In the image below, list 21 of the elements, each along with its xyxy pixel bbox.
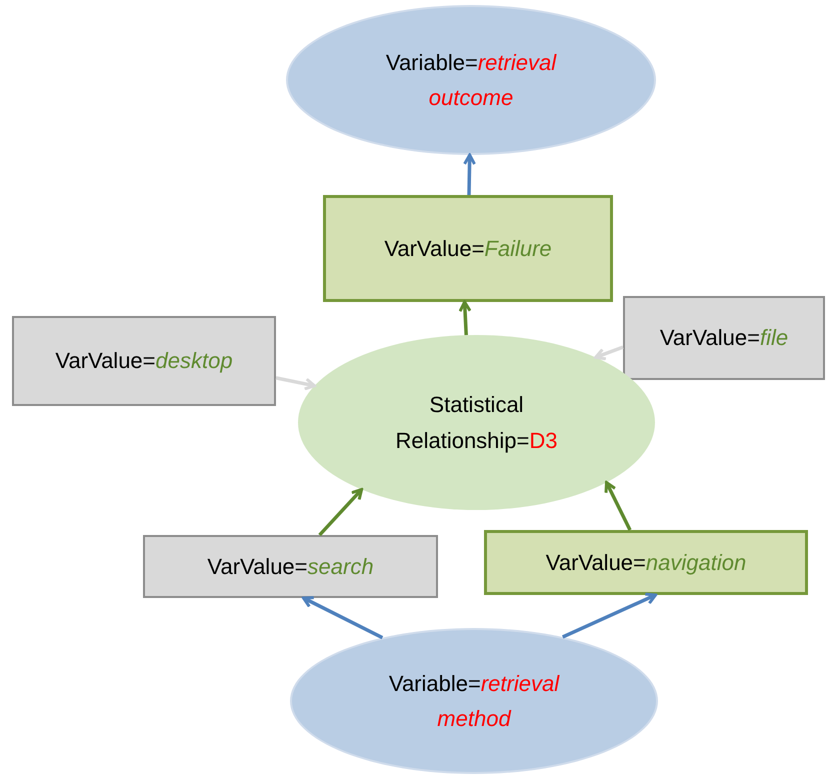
- value-box: [623, 296, 825, 380]
- value-box: [323, 195, 613, 302]
- arrow: [318, 488, 364, 536]
- node-label: Statistical Relationship=D3: [394, 391, 559, 455]
- value-box: [12, 316, 276, 406]
- node-label: Variable=retrieval outcome: [384, 48, 558, 112]
- node-label: VarValue=file: [660, 324, 788, 352]
- arrow: [604, 481, 632, 531]
- node-label: VarValue=search: [207, 552, 374, 581]
- arrow: [562, 592, 657, 639]
- value-box: [143, 535, 438, 598]
- node-label: VarValue=Failure: [384, 234, 552, 263]
- arrow: [594, 345, 624, 360]
- node-label: Variable=retrieval method: [388, 670, 561, 733]
- arrow: [302, 596, 384, 640]
- arrow: [458, 300, 472, 336]
- node-label: VarValue=desktop: [55, 347, 233, 376]
- arrow: [276, 376, 316, 390]
- arrow: [463, 154, 476, 196]
- value-box: [484, 530, 808, 595]
- node-label: VarValue=navigation: [546, 548, 746, 577]
